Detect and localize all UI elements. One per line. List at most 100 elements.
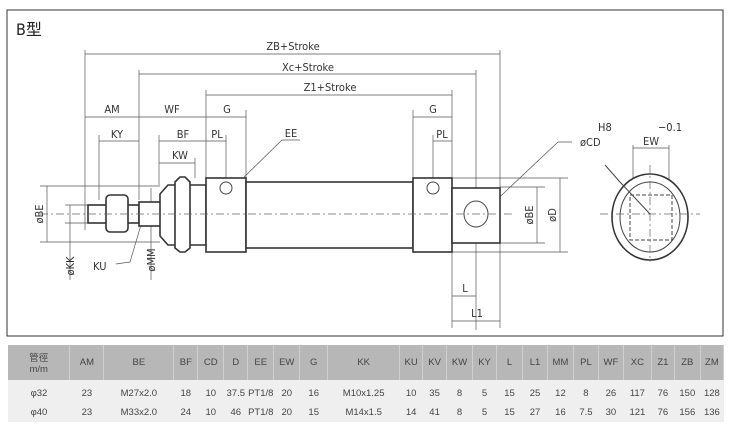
header-wf: WF (598, 345, 624, 380)
table-cell: 128 (700, 380, 724, 403)
dim-ee: EE (285, 127, 298, 140)
table-cell: 12 (547, 380, 574, 403)
header-zm: ZM (700, 345, 725, 380)
dim-g-left: G (223, 103, 231, 116)
table-cell: 7.5 (573, 403, 599, 422)
table-cell: 30 (598, 403, 624, 422)
table-cell: 117 (623, 380, 652, 403)
table-cell: 5 (472, 380, 497, 403)
header-z1: Z1 (651, 345, 675, 380)
table-cell: 8 (446, 403, 473, 422)
table-cell: 20 (273, 403, 300, 422)
header-cd: CD (197, 345, 225, 380)
table-cell: 10 (197, 403, 224, 422)
dim-l: L (462, 282, 468, 295)
dim-kk: øKK (64, 256, 77, 276)
dim-h8: H8 (598, 121, 612, 134)
dim-mm: øMM (145, 248, 158, 271)
dim-pl-left: PL (211, 128, 223, 141)
table-cell: 121 (623, 403, 652, 422)
dim-z1: Z1+Stroke (304, 81, 357, 94)
table-cell: 76 (651, 380, 675, 403)
table-cell: 26 (598, 380, 624, 403)
table-cell: 23 (69, 380, 104, 403)
table-cell: 27 (522, 403, 548, 422)
dim-wf: WF (164, 103, 180, 116)
header-kv: KV (422, 345, 448, 380)
table-cell: 8 (573, 380, 599, 403)
dim-xc: Xc+Stroke (282, 61, 334, 74)
dim-g-right: G (429, 103, 437, 116)
header-ku: KU (399, 345, 424, 380)
table-cell: 15 (299, 403, 328, 422)
table-cell: 136 (700, 403, 724, 422)
header-bore-unit: m/m (29, 364, 48, 375)
table-cell: 15 (496, 403, 523, 422)
table-cell: 23 (69, 403, 104, 422)
table-cell: 24 (173, 403, 198, 422)
dimension-labels: ZB+Stroke Xc+Stroke Z1+Stroke AM WF G G … (33, 40, 682, 320)
dim-l1: L1 (471, 307, 483, 320)
header-ee: EE (247, 345, 275, 380)
table-cell: 14 (399, 403, 423, 422)
header-g: G (299, 345, 329, 380)
header-bf: BF (173, 345, 199, 380)
dim-ew: EW (643, 135, 659, 148)
header-be: BE (103, 345, 175, 380)
dim-tolerance: −0.1 (658, 121, 682, 134)
table-cell: M14x1.5 (327, 403, 400, 422)
dim-pl-right: PL (436, 128, 448, 141)
table-cell: 16 (299, 380, 328, 403)
table-cell: 10 (197, 380, 224, 403)
table-cell: φ40 (8, 403, 70, 422)
table-cell: PT1/8 (247, 380, 274, 403)
header-am: AM (69, 345, 105, 380)
table-cell: M10x1.25 (327, 380, 400, 403)
header-zb: ZB (674, 345, 701, 380)
dim-cd: øCD (580, 136, 601, 149)
table-cell: 10 (399, 380, 423, 403)
header-xc: XC (623, 345, 652, 380)
table-cell: 20 (273, 380, 300, 403)
dim-be-left: øBE (33, 204, 46, 223)
dim-d: øD (546, 208, 559, 222)
table-cell: 15 (496, 380, 523, 403)
table-cell: 18 (173, 380, 198, 403)
header-ew: EW (273, 345, 301, 380)
cylinder-drawing: B型 (6, 9, 724, 337)
table-cell: M27x2.0 (103, 380, 174, 403)
dim-be-right: øBE (523, 205, 536, 224)
table-cell: M33x2.0 (103, 403, 174, 422)
header-kk: KK (327, 345, 401, 380)
header-mm: MM (547, 345, 574, 380)
header-l1: L1 (522, 345, 548, 380)
table-cell: 8 (446, 380, 473, 403)
table-cell: 37.5 (223, 380, 248, 403)
header-l: L (496, 345, 523, 380)
dim-am: AM (104, 103, 119, 116)
table-cell: 46 (223, 403, 248, 422)
table-cell: 35 (422, 380, 447, 403)
table-cell: 76 (651, 403, 675, 422)
header-ky: KY (472, 345, 498, 380)
header-kw: KW (446, 345, 474, 380)
table-cell: φ32 (8, 380, 70, 403)
drawing-title: B型 (16, 20, 42, 39)
dim-ky: KY (111, 128, 124, 141)
dim-bf: BF (177, 128, 190, 141)
table-cell: 41 (422, 403, 447, 422)
table-cell: 16 (547, 403, 574, 422)
table-cell: 150 (674, 380, 701, 403)
table-cell: 156 (674, 403, 701, 422)
header-d: D (223, 345, 249, 380)
dim-kw: KW (172, 149, 188, 162)
table-cell: 5 (472, 403, 497, 422)
dim-zb: ZB+Stroke (266, 40, 319, 53)
header-bore-label: 管徑 (29, 353, 49, 364)
table-cell: PT1/8 (247, 403, 274, 422)
